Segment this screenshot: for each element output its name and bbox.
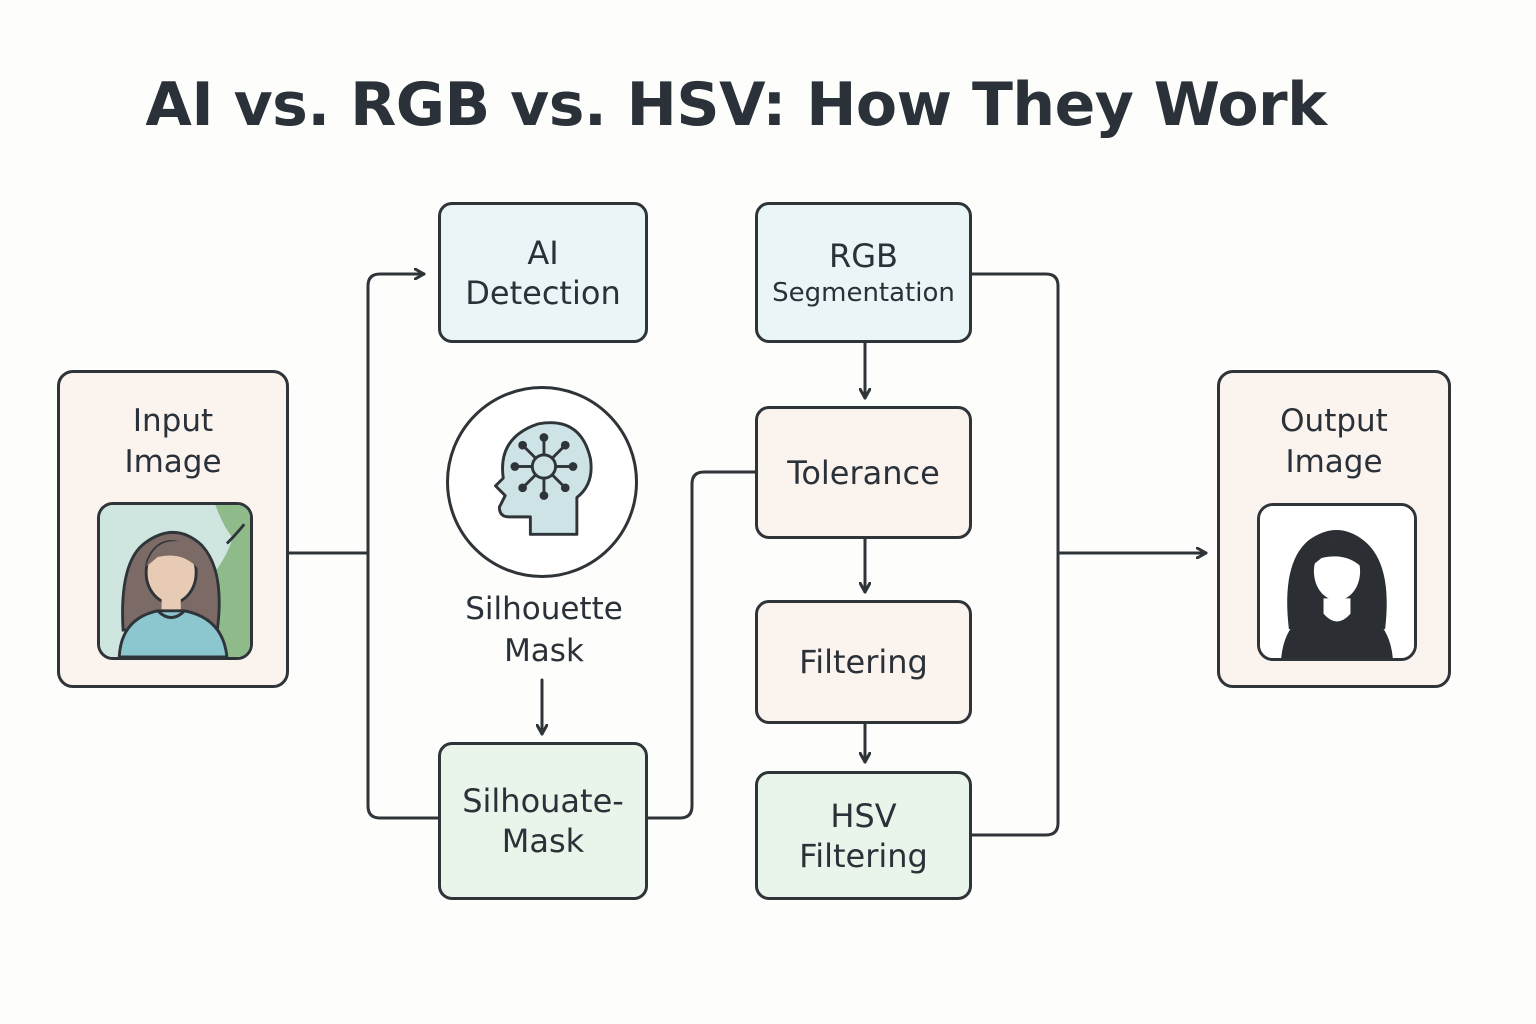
caption-line1: Silhouette <box>465 591 623 627</box>
tolerance-label: Tolerance <box>787 453 940 492</box>
input-label-line1: Input <box>132 403 214 439</box>
silhouate-mask-node: Silhouate- Mask <box>438 742 648 900</box>
rgb-segmentation-line2: Segmentation <box>772 277 955 308</box>
filtering-node: Filtering <box>755 600 972 724</box>
connector-to-silhouate-mask <box>366 551 440 820</box>
caption-line2: Mask <box>504 633 584 669</box>
output-label-line1: Output <box>1280 403 1388 439</box>
tolerance-node: Tolerance <box>755 406 972 539</box>
input-image-panel: Input Image <box>57 370 289 688</box>
silhouette-icon <box>1257 503 1417 661</box>
ai-brain-icon <box>446 386 638 578</box>
connector-mask-to-tolerance <box>646 470 757 820</box>
hsv-filtering-line1: HSV <box>830 796 897 835</box>
input-label-line2: Image <box>124 444 222 480</box>
ai-detection-node: AI Detection <box>438 202 648 343</box>
silhouate-mask-line1: Silhouate- <box>462 782 624 820</box>
rgb-segmentation-node: RGB Segmentation <box>755 202 972 343</box>
person-photo-icon <box>97 502 253 660</box>
filtering-label: Filtering <box>799 643 928 681</box>
ai-detection-line2: Detection <box>465 273 621 312</box>
silhouate-mask-line2: Mask <box>501 822 585 860</box>
output-label-line2: Image <box>1285 444 1383 480</box>
hsv-filtering-line2: Filtering <box>799 836 928 875</box>
page-title: AI vs. RGB vs. HSV: How They Work <box>145 70 1327 140</box>
silhouette-mask-caption: Silhouette Mask <box>440 588 648 672</box>
connector-hsv-to-merge <box>970 551 1060 837</box>
rgb-segmentation-line1: RGB <box>829 236 898 275</box>
input-image-label: Input Image <box>60 401 286 483</box>
hsv-filtering-node: HSV Filtering <box>755 771 972 900</box>
ai-detection-line1: AI <box>527 233 559 272</box>
output-image-panel: Output Image <box>1217 370 1451 688</box>
connector-to-ai-detection <box>366 274 426 555</box>
connector-rgb-to-merge <box>970 272 1060 555</box>
output-image-label: Output Image <box>1220 401 1448 483</box>
